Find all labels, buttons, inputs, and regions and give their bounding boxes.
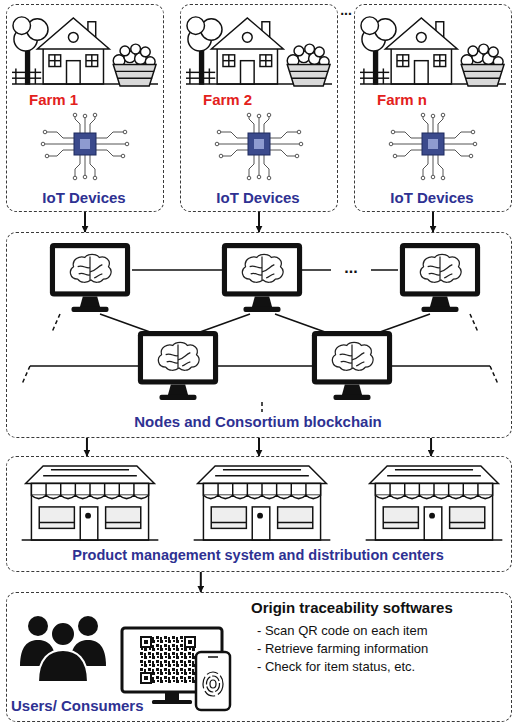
text-slot: Farm 1 (29, 91, 159, 109)
node-text: IoT Devices (181, 189, 335, 207)
phone-fingerprint-drawing (196, 652, 230, 710)
iot-chip-drawing (41, 113, 477, 180)
users-icon (20, 616, 106, 682)
dashed-group-box: Farm 1 IoT Devices (6, 4, 164, 212)
flow-arrow (258, 212, 260, 232)
node-heading: Origin traceability softwares (251, 599, 507, 617)
flow-arrow (432, 212, 434, 232)
node-text: - Scan QR code on each item (257, 623, 507, 639)
dashed-group-box: Farm 2 IoT Devices (180, 4, 338, 212)
text-slot: Product management system and distributi… (7, 547, 509, 564)
text-slot: Origin traceability softwares (251, 599, 507, 617)
text-slot: IoT Devices (181, 189, 335, 207)
flow-arrow (200, 572, 202, 592)
dashed-group-box: Origin traceability softwares - Scan QR c… (6, 592, 512, 722)
dashed-group-box: Nodes and Consortium blockchain (6, 232, 512, 438)
flow-arrow (86, 438, 88, 456)
flow-arrow (258, 438, 260, 456)
label-slot: ... (331, 258, 371, 277)
distribution-shop-drawing (22, 466, 503, 540)
flow-arrow (430, 438, 432, 456)
node-heading: Farm n (377, 91, 507, 109)
farm-house-drawing (12, 17, 506, 86)
text-slot: Farm 2 (203, 91, 333, 109)
text-slot: Farm n (377, 91, 507, 109)
node-heading: Farm 2 (203, 91, 333, 109)
label-slot: ... (338, 2, 354, 19)
ellipsis-label: ... (338, 2, 354, 19)
node-text: Users/ Consumers (11, 697, 507, 715)
ellipsis-label: ... (331, 258, 371, 277)
dashed-group-box: Product management system and distributi… (6, 456, 512, 572)
node-heading: Product management system and distributi… (7, 547, 509, 564)
node-text: - Check for item status, etc. (257, 659, 507, 675)
text-slot: - Scan QR code on each item (257, 623, 507, 639)
text-slot: - Retrieve farming information (257, 641, 507, 657)
node-text: IoT Devices (355, 189, 509, 207)
text-slot: IoT Devices (7, 189, 161, 207)
text-slot: IoT Devices (355, 189, 509, 207)
node-heading: Nodes and Consortium blockchain (7, 413, 509, 431)
flow-arrow (84, 212, 86, 232)
node-text: IoT Devices (7, 189, 161, 207)
text-slot: Nodes and Consortium blockchain (7, 413, 509, 431)
text-slot: - Check for item status, etc. (257, 659, 507, 675)
dashed-group-box: Farm n IoT Devices (354, 4, 512, 212)
text-slot: Users/ Consumers (11, 697, 507, 715)
node-computer-drawing (50, 243, 480, 400)
node-text: - Retrieve farming information (257, 641, 507, 657)
node-heading: Farm 1 (29, 91, 159, 109)
